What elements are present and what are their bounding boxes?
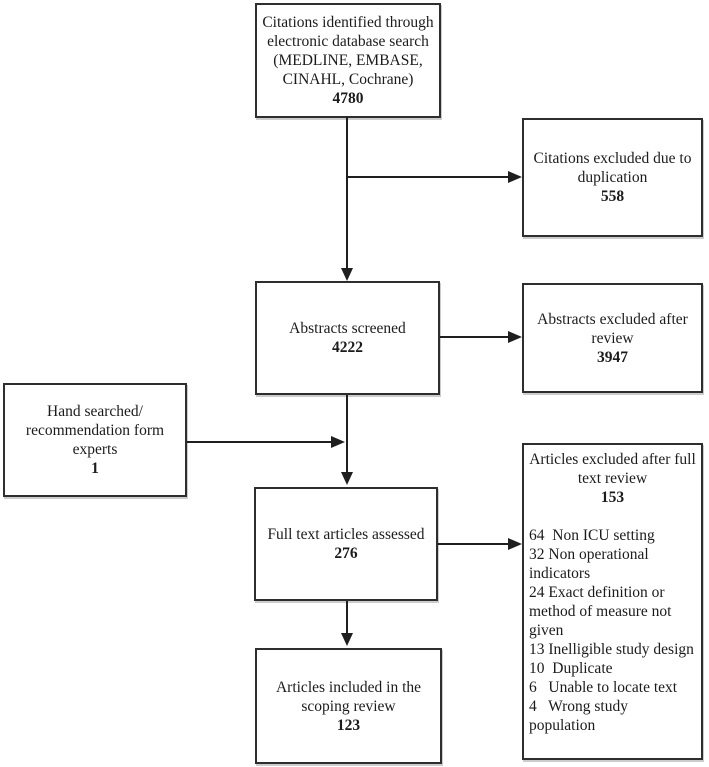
box-count: 276 (334, 545, 358, 562)
box-count: 4222 (332, 339, 363, 356)
arrowhead-right-icon (508, 538, 522, 550)
exclusion-reason: 13 Inelligible study design (529, 641, 694, 658)
box-label: Abstracts screened (289, 320, 406, 337)
box-citations-excluded-duplication: Citations excluded due to duplication 55… (522, 118, 703, 237)
connector-abstracts-to-fulltext (346, 395, 348, 473)
connector-citations-to-abstracts (346, 117, 348, 269)
exclusion-reason: 4 Wrong study population (529, 698, 632, 734)
exclusion-reason: 10 Duplicate (529, 660, 613, 677)
arrowhead-right-icon (508, 171, 522, 183)
box-count: 4780 (332, 90, 364, 107)
box-count: 558 (600, 188, 625, 205)
box-articles-excluded-full-text: Articles excluded after full text review… (522, 443, 703, 760)
exclusion-reason: 24 Exact definition or method of measure… (529, 584, 676, 639)
box-hand-searched: Hand searched/ recommendation form exper… (3, 383, 187, 497)
exclusion-reason: 6 Unable to locate text (529, 679, 678, 696)
box-abstracts-screened: Abstracts screened 4222 (255, 281, 440, 395)
box-label: Citations excluded due to duplication (533, 150, 692, 186)
box-label: Citations identified through electronic … (262, 14, 434, 88)
box-label: Hand searched/ recommendation form exper… (25, 403, 165, 458)
box-count: 123 (336, 716, 361, 734)
box-count: 153 (600, 489, 625, 506)
connector-to-abstracts-excluded (440, 336, 508, 338)
box-count: 3947 (597, 348, 628, 366)
exclusion-reason-list: 64 Non ICU setting 32 Non operational in… (529, 526, 696, 735)
exclusion-reason: 32 Non operational indicators (529, 546, 653, 582)
arrowhead-down-icon (341, 268, 353, 281)
box-citations-identified: Citations identified through electronic … (255, 3, 441, 118)
box-full-text-assessed: Full text articles assessed 276 (254, 487, 438, 601)
connector-to-fulltext-excluded (438, 543, 508, 545)
arrowhead-down-icon (341, 472, 353, 485)
exclusion-reason: 64 Non ICU setting (529, 527, 655, 544)
box-label: Articles included in the scoping review (275, 678, 422, 715)
arrowhead-right-icon (331, 436, 345, 448)
connector-hand-searched-merge (187, 441, 331, 443)
box-count: 1 (91, 460, 99, 477)
box-abstracts-excluded: Abstracts excluded after review 3947 (522, 283, 703, 393)
box-label: Abstracts excluded after review (537, 310, 688, 347)
connector-to-duplication-excluded (347, 176, 508, 178)
connector-fulltext-to-included (346, 601, 348, 634)
arrowhead-down-icon (341, 633, 353, 646)
arrowhead-right-icon (508, 331, 522, 343)
box-label: Articles excluded after full text review (529, 451, 696, 487)
box-articles-included: Articles included in the scoping review … (255, 648, 442, 764)
box-label: Full text articles assessed (267, 526, 425, 543)
